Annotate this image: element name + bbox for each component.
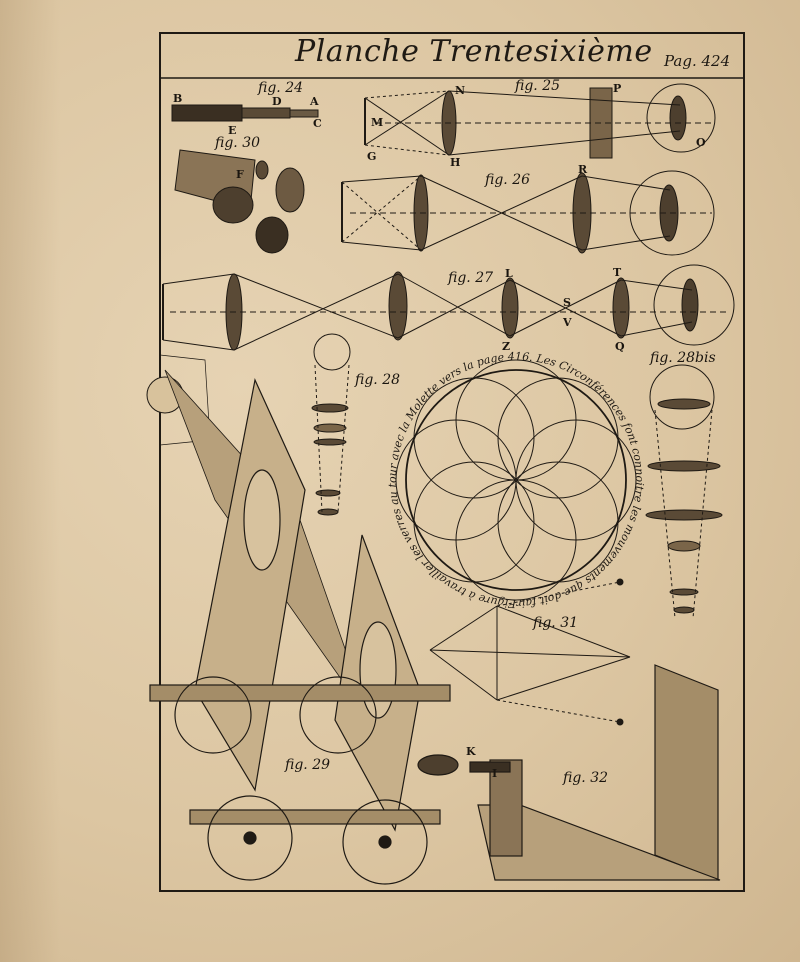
fig32-label: fig. 32: [563, 770, 609, 786]
label-H: H: [450, 156, 461, 169]
fig25-ray-diagram: [364, 83, 716, 159]
fig32-screen-apparatus: [417, 664, 721, 881]
page-reference: Pag. 424: [664, 52, 731, 70]
label-K: K: [466, 745, 476, 758]
label-P: P: [613, 82, 622, 95]
fig24-telescope: [171, 104, 319, 122]
fig28-telescope-diagram: [311, 333, 351, 516]
fig29-telescope-carriage: [149, 369, 451, 885]
fig30-lantern: [174, 149, 305, 254]
grinding-circles-figure: [395, 359, 637, 601]
plate-title: Planche Trentesixième: [295, 34, 653, 69]
fig27-label: fig. 27: [448, 270, 494, 286]
label-T: T: [613, 266, 622, 279]
label-D: D: [272, 95, 282, 108]
fig30-label: fig. 30: [215, 135, 261, 151]
label-Q: Q: [615, 340, 625, 353]
fig27-ray-diagram: [162, 264, 735, 351]
label-G: G: [367, 150, 377, 163]
label-O: O: [696, 136, 706, 149]
label-V: V: [563, 316, 572, 329]
plate-frame: [159, 32, 745, 892]
label-C: C: [313, 117, 322, 130]
fig28bis-label: fig. 28bis: [650, 350, 716, 366]
fig26-label: fig. 26: [485, 172, 531, 188]
label-F: F: [236, 168, 244, 181]
fig28bis-telescope-diagram: [645, 364, 723, 619]
label-A: A: [310, 95, 319, 108]
fig26-ray-diagram: [341, 170, 715, 256]
label-L: L: [505, 267, 513, 280]
fig29-label: fig. 29: [285, 757, 331, 773]
label-B: B: [173, 92, 183, 105]
label-I: I: [492, 767, 498, 780]
label-R: R: [578, 163, 588, 176]
label-E: E: [228, 124, 237, 137]
fig24-label: fig. 24: [258, 80, 304, 96]
label-M: M: [371, 116, 384, 129]
label-S: S: [563, 296, 571, 309]
fig31-label: fig. 31: [533, 615, 579, 631]
label-N: N: [455, 84, 466, 97]
label-Z: Z: [502, 340, 511, 353]
fig28-label: fig. 28: [355, 372, 401, 388]
fig31-ray-diagram: [429, 578, 631, 726]
fig25-label: fig. 25: [515, 78, 561, 94]
